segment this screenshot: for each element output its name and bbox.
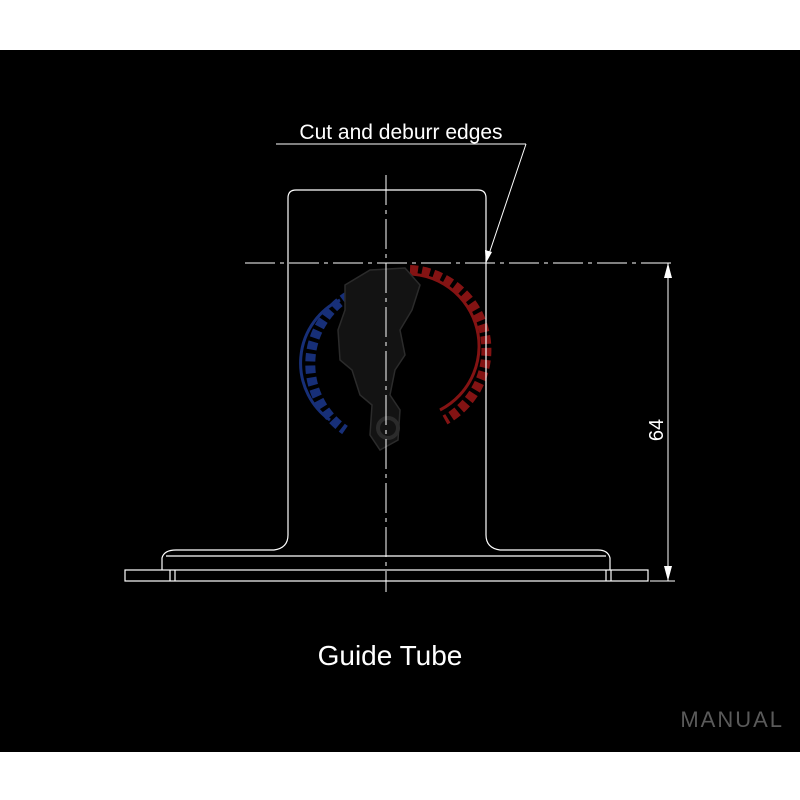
guide-tube-outline [161, 189, 611, 570]
annotation-leader [276, 143, 527, 263]
flange-base [124, 555, 649, 582]
logo-gear-arc-red [394, 272, 481, 412]
logo-gear-left-blue [305, 285, 362, 435]
drawing-caption: Guide Tube [317, 640, 463, 671]
drawing-canvas [0, 50, 800, 752]
logo-mascot-ring [376, 416, 400, 440]
annotation-text: Cut and deburr edges [299, 121, 502, 144]
brand-logo-watermark [299, 265, 492, 451]
dimension-label: 64 [646, 419, 668, 441]
logo-gear-right-red [409, 265, 492, 425]
watermark-text: MANUAL [680, 707, 784, 732]
logo-gear-arc-blue [299, 298, 341, 422]
dimension-64 [650, 263, 675, 582]
